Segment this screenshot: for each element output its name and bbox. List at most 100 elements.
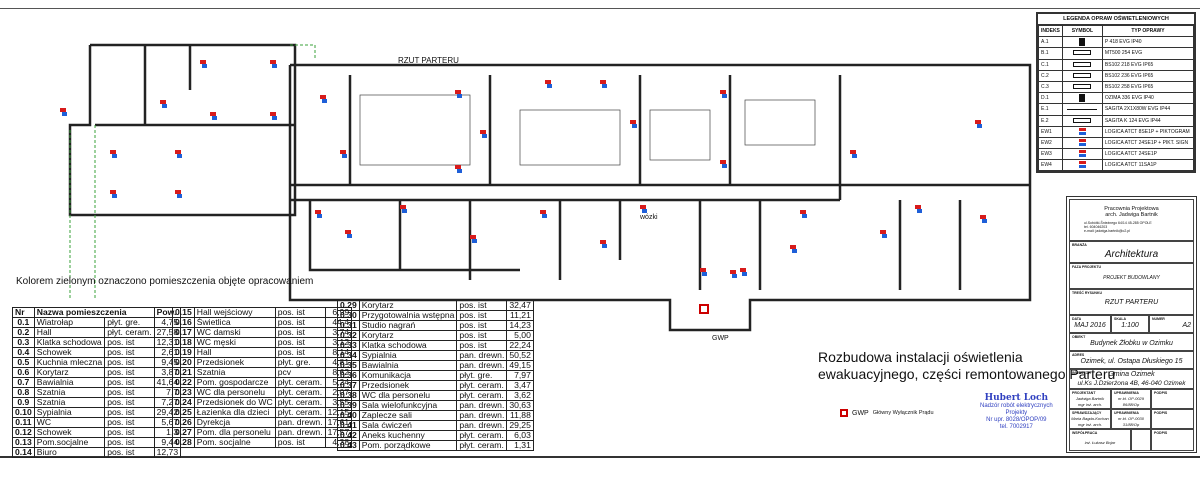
luminaire-symbol-icon (1061, 103, 1103, 116)
perm1-code: 86/88/Op (1122, 402, 1140, 407)
room-nr: 0.39 (337, 400, 360, 411)
furniture (359, 94, 816, 166)
office-box: Pracownia Projektowa arch. Jadwiga Bartn… (1069, 199, 1194, 241)
coop-label: WSPÓŁPRACA (1072, 431, 1098, 435)
ew-marker-red (800, 210, 806, 214)
room-name: Pom. gospodarcze (193, 377, 276, 388)
ew-marker-red (200, 60, 206, 64)
green-boundary (69, 44, 316, 300)
room-nr: 0.22 (172, 377, 195, 388)
ew-marker-red (915, 205, 921, 209)
branch-label: BRANŻA (1072, 243, 1087, 247)
room-name: Pom. dla personelu (193, 427, 276, 438)
gwp-code: GWP (852, 409, 869, 417)
label-wozki: wózki (640, 214, 658, 221)
scale-label: SKALA (1114, 317, 1127, 321)
legend-header-symbol: SYMBOL (1061, 24, 1103, 38)
room-nr: 0.9 (12, 397, 35, 408)
room-name: Wiatrołap (33, 317, 106, 328)
legend-index: EW4 (1038, 159, 1063, 172)
legend-header-type: TYP OPRAWY (1101, 24, 1195, 38)
room-name: Świetlica (193, 317, 276, 328)
ew-marker-red (160, 100, 166, 104)
floor-plan (60, 43, 1032, 332)
room-floor: pos. ist (104, 437, 155, 448)
room-nr: 0.30 (337, 310, 360, 321)
phase-value: PROJEKT BUDOWLANY (1103, 275, 1160, 281)
ew-marker-blue (982, 219, 987, 223)
branch-value: Architektura (1104, 249, 1159, 260)
luminaire-symbol-icon (1061, 47, 1103, 60)
gwp-legend: GWP Główny Wyłącznik Prądu (840, 409, 934, 417)
room-nr: 0.19 (172, 347, 195, 358)
room-name: Schowek (33, 427, 106, 438)
ew-marker-blue (917, 209, 922, 213)
ew-marker-blue (112, 194, 117, 198)
legend-index: E.1 (1038, 103, 1063, 116)
ew-marker-blue (722, 94, 727, 98)
room-floor: płyt. ceram. (274, 387, 326, 398)
room-floor: pan. drewn. (456, 400, 508, 411)
room-name: Korytarz (358, 300, 458, 311)
room-area: 14,23 (506, 320, 534, 331)
room-nr: 0.34 (337, 350, 360, 361)
project-description: Rozbudowa instalacji oświetlenia ewakuac… (818, 349, 1115, 383)
stamp-line-2: Projekty (1005, 410, 1028, 416)
description-line-2: ewakuacyjnego, części remontowanego Part… (818, 366, 1116, 382)
ew-marker-red (540, 210, 546, 214)
ew-marker-blue (112, 154, 117, 158)
room-area: 22,24 (506, 340, 534, 351)
ew-marker-red (480, 130, 486, 134)
room-floor: płyt. ceram. (456, 440, 508, 451)
room-name: Korytarz (358, 330, 458, 341)
room-nr: 0.8 (12, 387, 35, 398)
room-nr: 0.5 (12, 357, 35, 368)
room-name: Przedsionek do WC (193, 397, 276, 408)
legend-type: SAGITA 2X1X80W EVG IP44 (1101, 103, 1195, 116)
investor-label: INWESTOR (1072, 371, 1091, 375)
room-floor: pos. ist (456, 340, 508, 351)
legend-type: BS102 258 EVG IP65 (1101, 80, 1195, 94)
ew-marker-red (210, 112, 216, 116)
room-name: Szatnia (33, 387, 106, 398)
ew-marker-blue (322, 99, 327, 103)
ew-marker-red (455, 165, 461, 169)
room-nr: 0.7 (12, 377, 35, 388)
perm2-label: UPRAWNIENIA (1114, 411, 1139, 415)
gwp-text: Główny Wyłącznik Prądu (872, 410, 934, 416)
ew-marker-red (60, 108, 66, 112)
room-nr: 0.18 (172, 337, 195, 348)
ew-marker-blue (177, 154, 182, 158)
room-nr: 0.41 (337, 420, 360, 431)
designer-name: Jadwiga Bartnik (1075, 396, 1105, 401)
room-floor: pos. ist (456, 300, 508, 311)
luminaire-symbol-icon (1061, 148, 1103, 161)
description-line-1: Rozbudowa instalacji oświetlenia (818, 349, 1023, 365)
room-name: Pom. socjalne (193, 437, 276, 448)
ew-marker-blue (852, 154, 857, 158)
room-name: Zaplecze sali (358, 410, 458, 421)
ew-marker-blue (402, 209, 407, 213)
room-floor: pos. ist (456, 330, 508, 341)
ew-marker-red (790, 245, 796, 249)
